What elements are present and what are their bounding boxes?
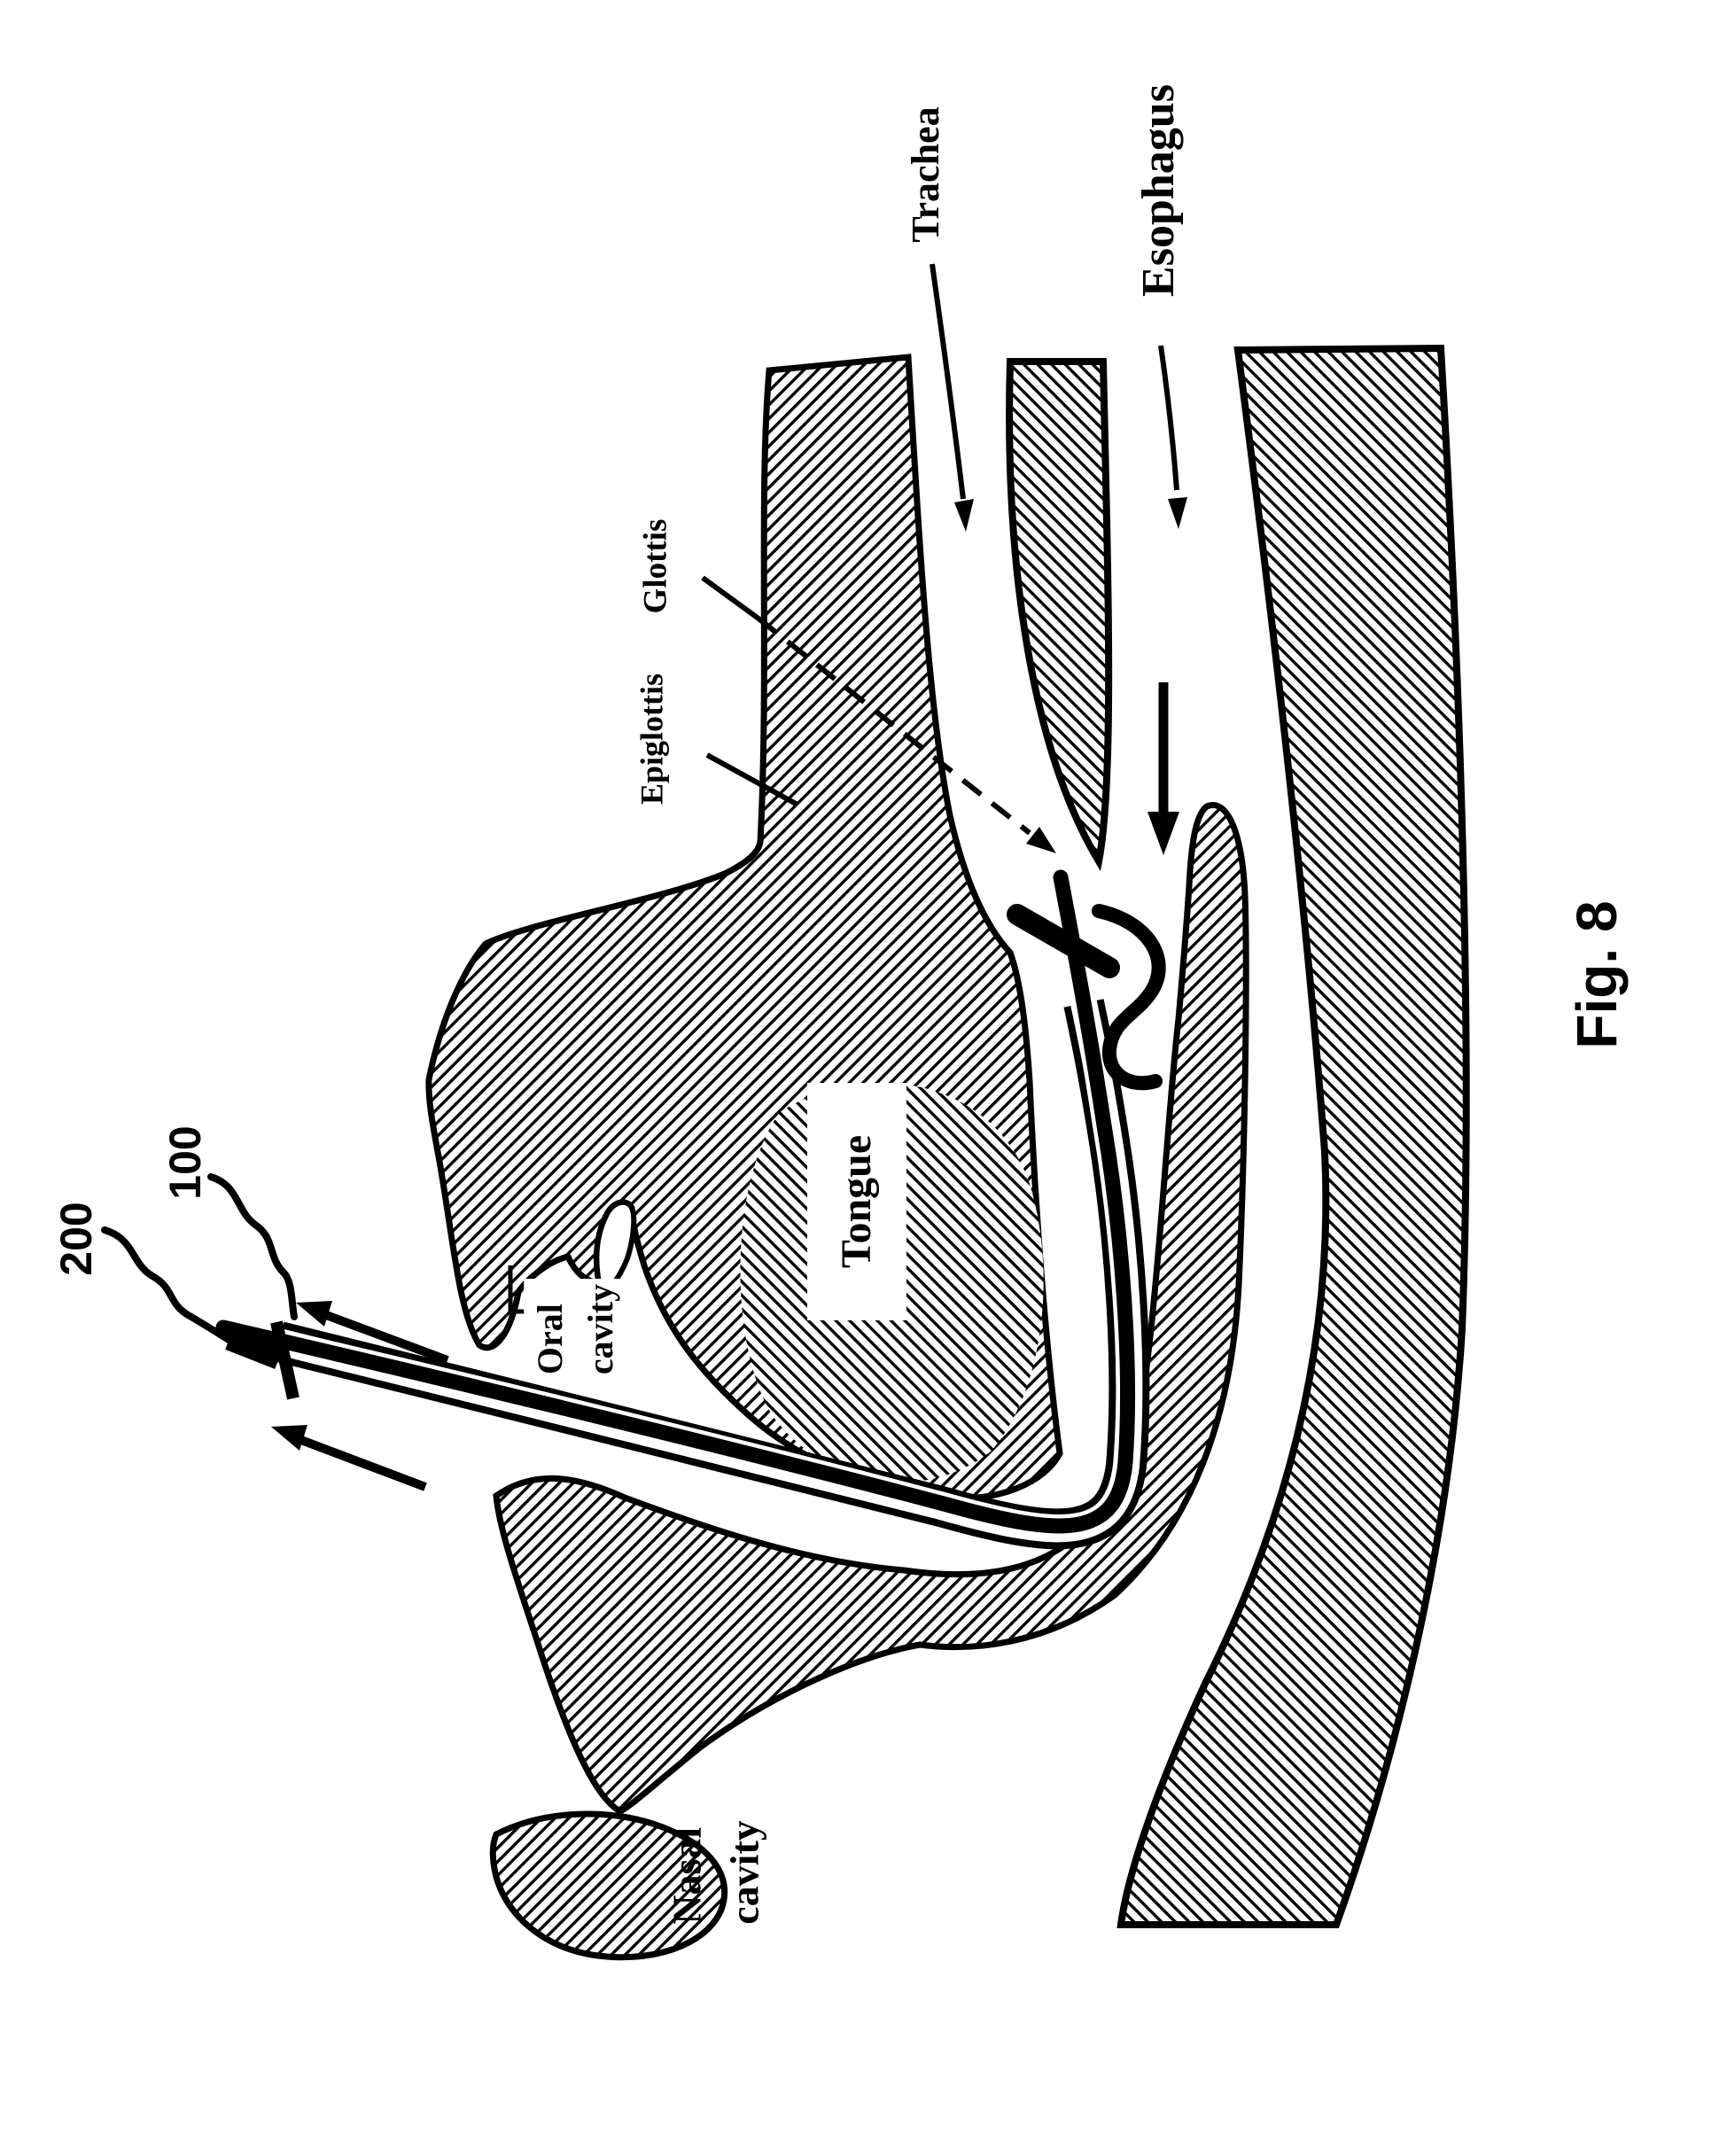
glottis-label: Glottis — [637, 518, 674, 614]
epiglottis-label: Epiglottis — [634, 673, 670, 806]
trachea-wall-strip — [1006, 358, 1113, 872]
lower-withdrawal-arrowhead — [271, 1425, 307, 1451]
ref-200-squiggle — [101, 1226, 232, 1343]
esophagus-label: Esophagus — [1133, 84, 1185, 297]
epiglottis-leader-line — [705, 752, 799, 807]
oral-cavity-label: Oral cavity — [524, 1278, 628, 1381]
posterior-wall-slab — [1116, 344, 1470, 1928]
vocal-cord-wedge — [1007, 904, 1120, 978]
tongue-label: Tongue — [832, 1134, 880, 1269]
esophagus-leader-line — [1158, 345, 1179, 491]
tube-cuff-swirl — [1092, 904, 1166, 1091]
esophagus-inlet-arrowhead — [1147, 812, 1179, 855]
glottis-arrowhead — [1026, 827, 1056, 853]
uvula-notch — [594, 1199, 637, 1290]
esophagus-arrowhead — [1168, 497, 1187, 529]
tongue-label-box — [807, 1083, 906, 1320]
glottis-leader-dashed — [757, 616, 1031, 836]
tube-end-cap — [270, 1320, 300, 1400]
palate-and-epiglottis — [493, 802, 1249, 1815]
ref-100-squiggle — [207, 1173, 298, 1320]
figure-caption: Fig. 8 — [1565, 900, 1629, 1049]
upper-withdrawal-arrow-shaft — [310, 1305, 449, 1365]
ref-100-label: 100 — [160, 1125, 210, 1200]
lower-withdrawal-arrow-shaft — [285, 1430, 427, 1491]
trachea-label: Trachea — [903, 106, 947, 243]
glottis-leader-solid — [701, 575, 760, 621]
inner-tube-rod — [215, 869, 1135, 1534]
ref-200-label: 200 — [51, 1202, 101, 1276]
nasal-bone-blob — [489, 1810, 728, 1961]
trachea-leader-line — [930, 263, 966, 500]
nasal-cavity-label: Nasal cavity — [664, 1820, 767, 1925]
tube-proximal-stub — [225, 1323, 285, 1369]
trachea-arrowhead — [954, 499, 974, 532]
upper-withdrawal-arrowhead — [296, 1301, 332, 1327]
